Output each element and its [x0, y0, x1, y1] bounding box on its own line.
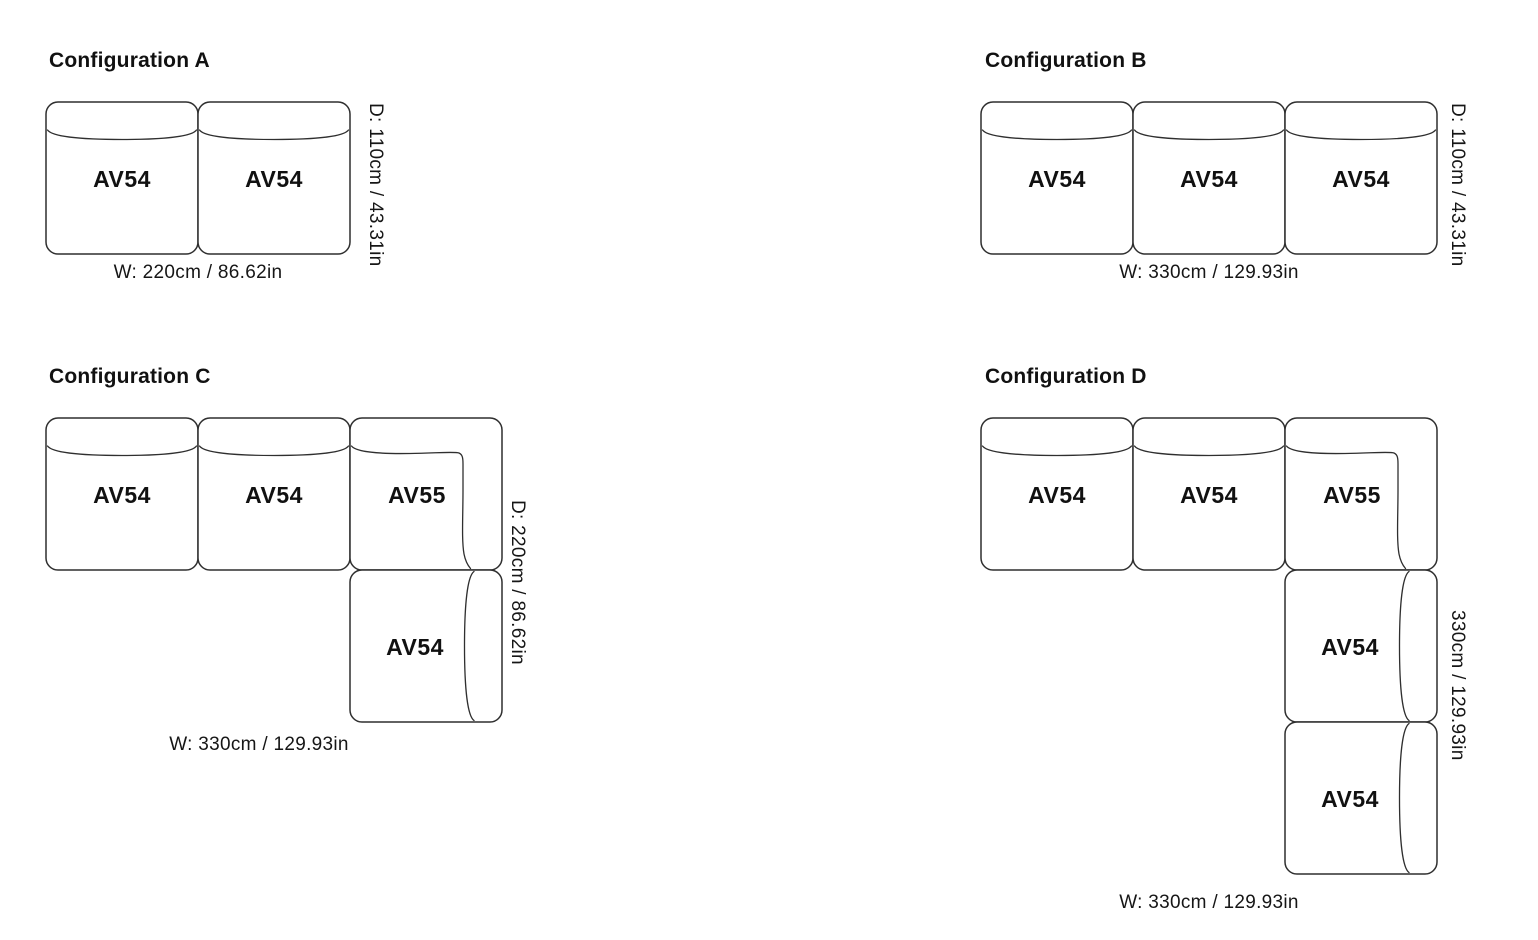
config-a-title: Configuration A: [49, 49, 210, 72]
cushion-seam-line: [981, 129, 1133, 141]
cushion-seam-line: [1398, 722, 1410, 874]
module-label: AV54: [93, 482, 151, 508]
cushion-seam-line: [46, 445, 198, 457]
module-av54: AV54: [1132, 101, 1286, 255]
module-av54: AV54: [980, 417, 1134, 571]
module-av54: AV54: [980, 101, 1134, 255]
module-av54: AV54: [1284, 569, 1438, 723]
module-outline: [1284, 101, 1438, 255]
cushion-seam-line: [1285, 129, 1437, 141]
cushion-seam-line: [1398, 570, 1410, 722]
module-label: AV55: [388, 482, 446, 508]
module-av54: AV54: [1284, 721, 1438, 875]
config-b-depth-dimension: D: 110cm / 43.31in: [1447, 103, 1468, 267]
module-label: AV55: [1323, 482, 1381, 508]
module-outline: [1284, 721, 1438, 875]
config-a-depth-dimension: D: 110cm / 43.31in: [365, 103, 386, 267]
cushion-seam-line: [1285, 445, 1407, 570]
cushion-seam-line: [350, 445, 472, 570]
module-av54: AV54: [349, 569, 503, 723]
module-outline: [349, 569, 503, 723]
config-c-diagram: AV54 AV54 AV55 AV54: [45, 417, 503, 723]
module-label: AV54: [1180, 482, 1238, 508]
config-d-width-dimension: W: 330cm / 129.93in: [1119, 892, 1299, 913]
config-b-width-dimension: W: 330cm / 129.93in: [1119, 262, 1299, 283]
config-c-title: Configuration C: [49, 365, 211, 388]
module-label: AV54: [1028, 166, 1086, 192]
module-label: AV54: [1321, 634, 1379, 660]
config-b-title: Configuration B: [985, 49, 1147, 72]
cushion-seam-line: [463, 570, 475, 722]
config-b-diagram: AV54 AV54 AV54: [980, 101, 1438, 255]
module-av55-corner: AV55: [1284, 417, 1438, 571]
module-label: AV54: [93, 166, 151, 192]
module-av55-corner: AV55: [349, 417, 503, 571]
module-label: AV54: [245, 482, 303, 508]
module-av54: AV54: [1284, 101, 1438, 255]
config-d-title: Configuration D: [985, 365, 1147, 388]
cushion-seam-line: [1133, 445, 1285, 457]
config-c-width-dimension: W: 330cm / 129.93in: [169, 734, 349, 755]
module-label: AV54: [1028, 482, 1086, 508]
config-a-diagram: AV54 AV54: [45, 101, 351, 255]
cushion-seam-line: [198, 445, 350, 457]
config-a-width-dimension: W: 220cm / 86.62in: [113, 262, 283, 283]
module-av54: AV54: [45, 417, 199, 571]
module-av54: AV54: [45, 101, 199, 255]
module-outline: [197, 101, 351, 255]
cushion-seam-line: [46, 129, 198, 141]
cushion-seam-line: [1133, 129, 1285, 141]
module-label: AV54: [1180, 166, 1238, 192]
module-av54: AV54: [197, 101, 351, 255]
module-label: AV54: [1321, 786, 1379, 812]
module-av54: AV54: [1132, 417, 1286, 571]
module-av54: AV54: [197, 417, 351, 571]
module-label: AV54: [1332, 166, 1390, 192]
cushion-seam-line: [198, 129, 350, 141]
cushion-seam-line: [981, 445, 1133, 457]
config-c-depth-dimension: D: 220cm / 86.62in: [507, 500, 528, 665]
config-d-diagram: AV54 AV54 AV55 AV54 AV54: [980, 417, 1438, 875]
config-d-height-dimension: 330cm / 129.93in: [1447, 610, 1468, 761]
module-label: AV54: [245, 166, 303, 192]
module-label: AV54: [386, 634, 444, 660]
